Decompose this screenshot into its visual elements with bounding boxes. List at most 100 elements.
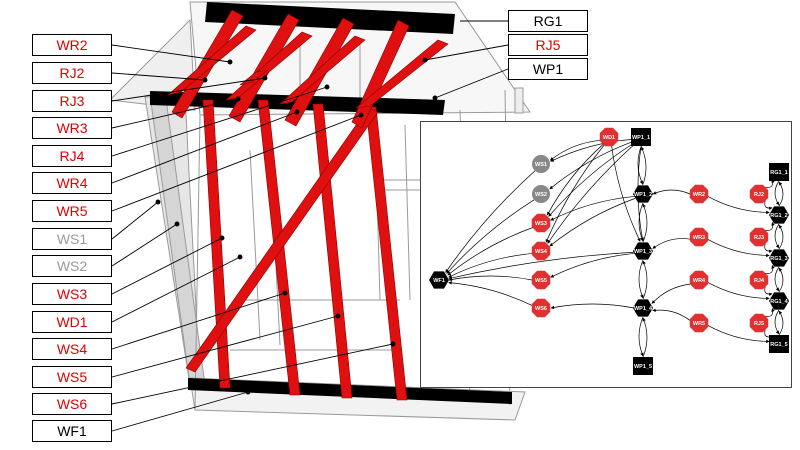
graph-edge <box>448 281 533 306</box>
graph-node-label: WS1 <box>535 162 547 168</box>
graph-node-shape <box>531 241 551 261</box>
graph-node-shape <box>689 270 709 290</box>
graph-node-shape <box>749 184 769 204</box>
graph-node-shape <box>769 163 789 181</box>
graph-node-ws6: WS6 <box>531 298 551 318</box>
graph-node-shape <box>531 298 551 318</box>
graph-node-label: WP1_5 <box>634 364 652 370</box>
graph-edge <box>546 143 604 216</box>
graph-edge <box>550 303 635 310</box>
graph-node-label: RG1_3 <box>770 256 787 262</box>
graph-node-wp1-1: WP1_1 <box>631 128 651 146</box>
graph-node-rj4: RJ4 <box>749 270 769 290</box>
graph-edge <box>652 238 691 249</box>
label-wr3: WR3 <box>32 117 112 139</box>
graph-node-label: RJ5 <box>754 321 764 327</box>
graph-node-label: WR2 <box>693 192 705 198</box>
graph-edge <box>448 253 533 278</box>
graph-node-rg1-1: RG1_1 <box>769 163 789 181</box>
label-wf1: WF1 <box>32 420 112 442</box>
graph-node-rg1-4: RG1_4 <box>769 292 789 310</box>
graph-node-shape <box>633 357 653 375</box>
label-ws2: WS2 <box>32 255 112 277</box>
label-wr5: WR5 <box>32 200 112 222</box>
graph-node-label: RJ2 <box>754 192 764 198</box>
label-ws4: WS4 <box>32 338 112 360</box>
graph-edge <box>638 202 644 242</box>
graph-edge <box>545 144 605 243</box>
graph-node-rj3: RJ3 <box>749 227 769 247</box>
graph-node-label: WP1_4 <box>634 306 653 312</box>
label-rj5: RJ5 <box>508 34 588 56</box>
graph-node-label: RG1_2 <box>770 213 787 219</box>
graph-node-label: WR3 <box>693 235 705 241</box>
graph-node-label: RG1_1 <box>770 170 787 176</box>
graph-edge <box>548 142 635 217</box>
graph-node-label: RJ3 <box>754 235 764 241</box>
graph-node-shape <box>532 185 550 203</box>
graph-edges <box>445 138 784 358</box>
leader-lines <box>111 20 509 432</box>
graph-edge <box>641 146 647 186</box>
graph-edge <box>447 227 534 276</box>
graph-edge <box>550 196 635 221</box>
graph-edge <box>446 199 535 274</box>
graph-node-rg1-2: RG1_2 <box>769 206 789 224</box>
graph-edge <box>707 324 770 344</box>
graph-node-label: RG1_5 <box>770 342 787 348</box>
label-wr2: WR2 <box>32 34 112 56</box>
graph-edge <box>774 309 780 335</box>
ridge-beam-rg1 <box>205 2 455 34</box>
graph-edge <box>611 145 641 242</box>
graph-node-wf1: WF1 <box>429 271 449 289</box>
graph-edge <box>445 170 536 273</box>
graph-edge <box>778 181 784 207</box>
label-rj3: RJ3 <box>32 90 112 112</box>
graph-node-shape <box>429 271 449 289</box>
graph-edge <box>774 180 780 206</box>
graph-edge <box>448 251 635 280</box>
graph-node-shape <box>769 249 789 267</box>
graph-node-shape <box>749 270 769 290</box>
graph-node-wr2: WR2 <box>689 184 709 204</box>
graph-node-label: WD1 <box>603 135 615 141</box>
graph-node-wp1-4: WP1_4 <box>633 299 653 317</box>
graph-node-wp1-2: WP1_2 <box>633 185 653 203</box>
graph-edge <box>651 283 691 304</box>
graph-node-label: WS6 <box>535 306 547 312</box>
graph-edge <box>778 310 784 336</box>
graph-node-label: WR4 <box>693 278 706 284</box>
graph-edge <box>549 141 634 190</box>
graph-node-label: WS3 <box>535 221 547 227</box>
graph-node-label: WS4 <box>535 249 548 255</box>
graph-edge <box>774 223 780 249</box>
label-rg1: RG1 <box>508 10 588 32</box>
graph-edge <box>642 260 648 300</box>
graph-edge <box>707 195 770 215</box>
graph-edge <box>637 145 643 185</box>
label-wr4: WR4 <box>32 172 112 194</box>
graph-node-label: WR5 <box>693 321 705 327</box>
graph-node-rg1-5: RG1_5 <box>769 335 789 353</box>
graph-edge <box>549 198 636 247</box>
graph-edge <box>764 286 773 297</box>
graph-edge <box>765 265 775 274</box>
graph-edge <box>448 275 533 282</box>
graph-node-label: WP1_3 <box>634 249 652 255</box>
graph-node-wr3: WR3 <box>689 227 709 247</box>
graph-node-shape <box>633 242 653 260</box>
graph-edge <box>764 243 773 254</box>
red-members <box>167 9 449 401</box>
graph-node-wd1: WD1 <box>599 127 619 147</box>
graph-node-ws2: WS2 <box>532 185 550 203</box>
graph-edge <box>774 266 780 292</box>
graph-node-label: WS5 <box>535 278 547 284</box>
graph-edge <box>642 317 648 358</box>
graph-node-label: WP1_2 <box>634 192 652 198</box>
graph-node-rj5: RJ5 <box>749 313 769 333</box>
graph-node-wp1-5: WP1_5 <box>633 357 653 375</box>
graph-node-ws1: WS1 <box>532 155 550 173</box>
